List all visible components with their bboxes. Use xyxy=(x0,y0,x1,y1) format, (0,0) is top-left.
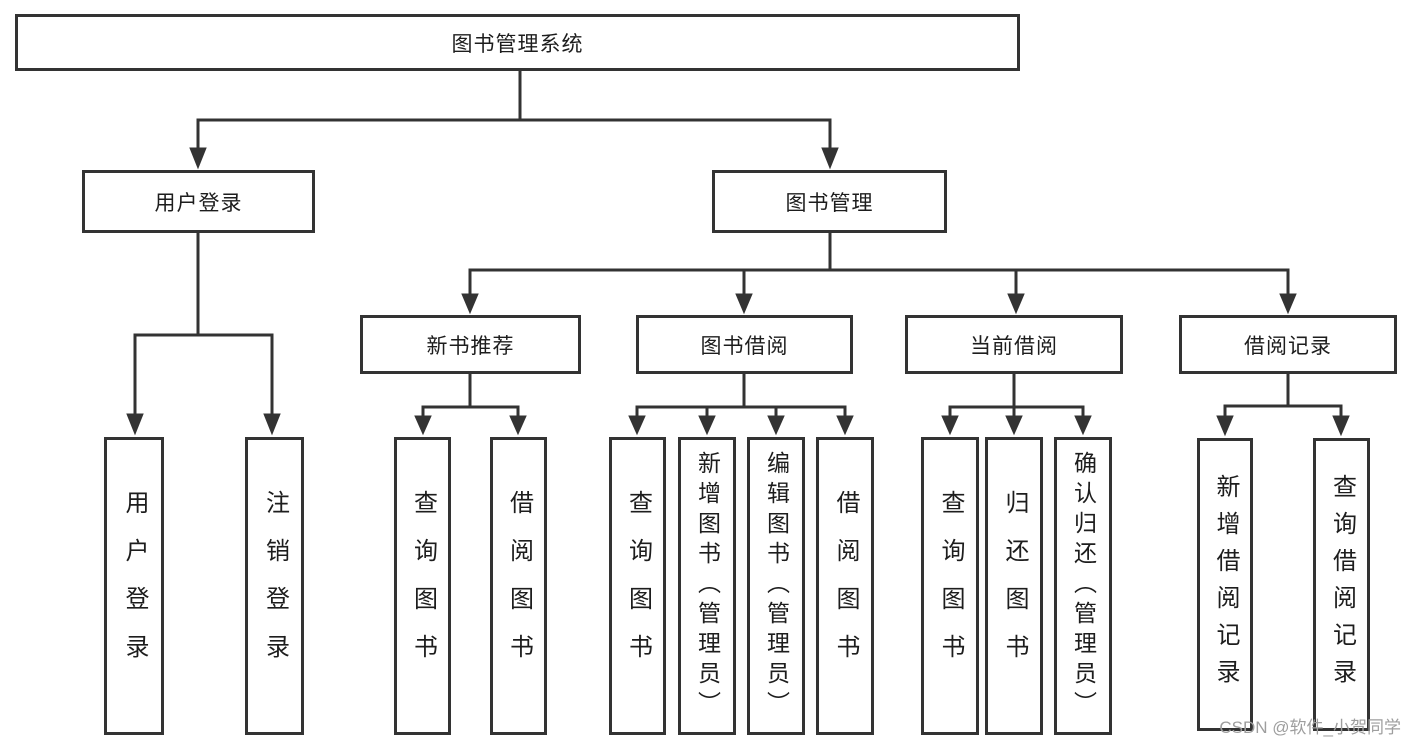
arrowhead xyxy=(263,413,281,436)
leaf-query-books-1-label: 查询图书 xyxy=(409,490,437,682)
leaf-add-book-admin-label: 新增图书（管理员） xyxy=(694,451,721,721)
leaf-add-borrow-record: 新增借阅记录 xyxy=(1197,438,1253,731)
connector-borrow-records-branch xyxy=(1216,374,1350,437)
leaf-edit-book-admin-label: 编辑图书（管理员） xyxy=(763,451,790,721)
leaf-user-login: 用户登录 xyxy=(104,437,164,735)
arrowhead xyxy=(126,413,144,436)
leaf-return-book-label: 归还图书 xyxy=(1001,490,1028,682)
arrowhead xyxy=(698,415,716,436)
arrowhead xyxy=(767,415,785,436)
leaf-query-books-3-label: 查询图书 xyxy=(937,490,964,682)
connector-current-borrow-branch xyxy=(941,374,1092,436)
node-borrow-records: 借阅记录 xyxy=(1179,315,1397,374)
arrowhead xyxy=(735,293,753,315)
leaf-user-login-label: 用户登录 xyxy=(121,490,148,682)
arrowhead xyxy=(189,147,207,170)
arrowhead xyxy=(1005,415,1023,436)
arrowhead xyxy=(1007,293,1025,315)
connector-book-management-branch xyxy=(461,233,1297,315)
node-user-login-label: 用户登录 xyxy=(154,191,243,215)
leaf-query-borrow-record-label: 查询借阅记录 xyxy=(1328,473,1356,696)
arrowhead xyxy=(414,415,432,436)
leaf-logout: 注销登录 xyxy=(245,437,304,735)
leaf-query-borrow-record: 查询借阅记录 xyxy=(1313,438,1370,731)
connector-book-borrow-branch xyxy=(628,374,854,436)
leaf-borrow-books-1-label: 借阅图书 xyxy=(505,490,533,682)
leaf-borrow-books-2: 借阅图书 xyxy=(816,437,874,735)
arrowhead xyxy=(461,293,479,315)
leaf-borrow-books-1: 借阅图书 xyxy=(490,437,547,735)
arrowhead xyxy=(1332,415,1350,437)
node-new-book-recommend-label: 新书推荐 xyxy=(426,334,515,358)
node-book-management: 图书管理 xyxy=(712,170,947,233)
arrowhead xyxy=(628,415,646,436)
node-current-borrow-label: 当前借阅 xyxy=(970,334,1058,358)
connector-root-to-level2 xyxy=(189,70,839,170)
leaf-query-books-2: 查询图书 xyxy=(609,437,666,735)
node-current-borrow: 当前借阅 xyxy=(905,315,1123,374)
leaf-borrow-books-2-label: 借阅图书 xyxy=(832,490,859,682)
arrowhead xyxy=(509,415,527,436)
leaf-confirm-return-admin: 确认归还（管理员） xyxy=(1054,437,1112,735)
leaf-query-books-2-label: 查询图书 xyxy=(624,490,652,682)
leaf-query-books-3: 查询图书 xyxy=(921,437,979,735)
connector-user-login-branch xyxy=(126,233,281,436)
arrowhead xyxy=(1216,415,1234,437)
node-new-book-recommend: 新书推荐 xyxy=(360,315,581,374)
leaf-add-book-admin: 新增图书（管理员） xyxy=(678,437,736,735)
node-root-label: 图书管理系统 xyxy=(451,32,584,56)
connector-new-book-recommend-branch xyxy=(414,374,527,436)
arrowhead xyxy=(941,415,959,436)
leaf-edit-book-admin: 编辑图书（管理员） xyxy=(747,437,805,735)
node-user-login: 用户登录 xyxy=(82,170,315,233)
node-book-borrow-label: 图书借阅 xyxy=(700,334,789,358)
leaf-add-borrow-record-label: 新增借阅记录 xyxy=(1212,473,1239,696)
leaf-query-books-1: 查询图书 xyxy=(394,437,451,735)
arrowhead xyxy=(1279,293,1297,315)
csdn-watermark: CSDN @软件_小贺同学 xyxy=(1219,718,1401,737)
arrowhead xyxy=(1074,415,1092,436)
leaf-confirm-return-admin-label: 确认归还（管理员） xyxy=(1070,451,1097,721)
arrowhead xyxy=(836,415,854,436)
node-book-borrow: 图书借阅 xyxy=(636,315,853,374)
leaf-logout-label: 注销登录 xyxy=(261,490,289,682)
leaf-return-book: 归还图书 xyxy=(985,437,1043,735)
node-borrow-records-label: 借阅记录 xyxy=(1244,334,1332,358)
node-root: 图书管理系统 xyxy=(15,14,1020,71)
arrowhead xyxy=(821,147,839,170)
node-book-management-label: 图书管理 xyxy=(785,191,874,215)
